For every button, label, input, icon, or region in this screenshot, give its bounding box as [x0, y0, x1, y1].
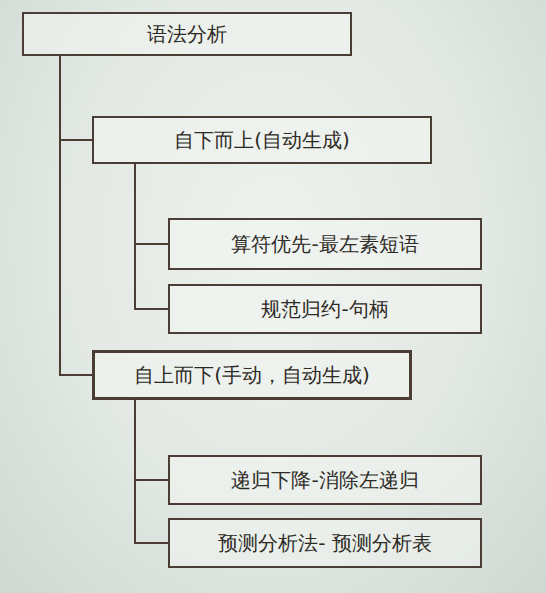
tree-box: 语法分析 [22, 12, 352, 56]
box-label: 自上而下(手动，自动生成) [134, 363, 370, 387]
tree-connector [135, 164, 168, 309]
tree-box: 递归下降-消除左递归 [168, 455, 482, 505]
tree-box: 自下而上(自动生成) [92, 116, 432, 164]
tree-box: 规范归约-句柄 [168, 284, 482, 334]
box-label: 递归下降-消除左递归 [231, 468, 418, 492]
tree-box: 算符优先-最左素短语 [168, 218, 482, 270]
box-label: 算符优先-最左素短语 [231, 232, 418, 256]
tree-connector [135, 400, 168, 543]
tree-connector [60, 56, 92, 140]
tree-connector [135, 400, 168, 480]
tree-box: 自上而下(手动，自动生成) [92, 350, 412, 400]
tree-box: 预测分析法- 预测分析表 [168, 518, 482, 568]
box-label: 预测分析法- 预测分析表 [218, 531, 432, 555]
box-label: 规范归约-句柄 [261, 297, 388, 321]
box-label: 自下而上(自动生成) [174, 128, 350, 152]
box-label: 语法分析 [147, 22, 227, 46]
tree-connector [60, 56, 92, 375]
tree-connector [135, 164, 168, 244]
